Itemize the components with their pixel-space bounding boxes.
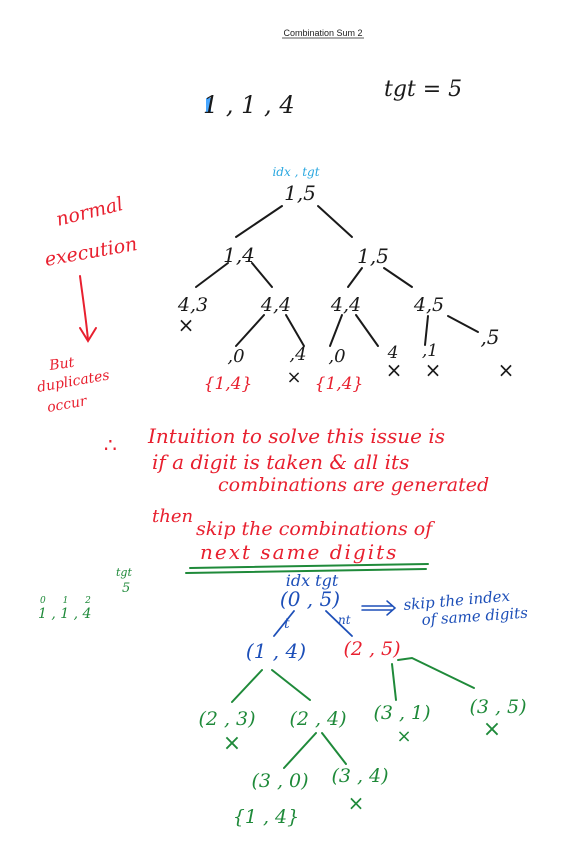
tree1-node-l1-left: 1,4: [223, 243, 255, 267]
therefore-symbol: ∴: [104, 433, 117, 457]
tree2-cross-1: ×: [223, 731, 241, 756]
green-underline: [185, 563, 429, 574]
skip-line: skip the combinations of: [196, 518, 435, 540]
tree1-node-l2-2: 4,4: [260, 294, 291, 316]
tree2-node-l2-4: (3 , 5): [469, 696, 526, 718]
tree1-cross-2: ×: [286, 367, 301, 388]
tree1-result-2: {1,4}: [315, 374, 364, 394]
tree2-root: (0 , 5): [280, 587, 340, 611]
tree1-node-l2-4: 4,5: [413, 294, 444, 316]
tree2-cross-4: ×: [348, 791, 365, 815]
tree1-cross-3: ×: [386, 358, 403, 382]
tree1-node-l3-4: 4: [387, 343, 399, 363]
next-same-digits: next same digits: [200, 540, 398, 564]
digits-row: 1 , 1 , 4: [38, 606, 91, 622]
tree1-node-l3-2: ,4: [289, 344, 306, 365]
tree1-edges: [195, 205, 479, 347]
edge-not-take-label: nt: [338, 613, 351, 627]
tree2-cross-2: ×: [396, 726, 411, 747]
tree1-header: idx , tgt: [272, 165, 319, 179]
tree1-node-l3-6: ,5: [480, 325, 499, 349]
tree2-node-l3-2: (3 , 4): [331, 765, 388, 787]
note-occur: occur: [46, 393, 89, 416]
index-row: 0 1 2: [40, 596, 98, 606]
tgt-value: 5: [122, 581, 130, 596]
tree2-cross-3: ×: [483, 717, 501, 742]
down-arrow: [79, 275, 97, 343]
intuition-line-1: Intuition to solve this issue is: [147, 424, 445, 448]
tree1-cross-1: ×: [178, 313, 195, 337]
tree2-edges-root: [273, 610, 353, 637]
note-duplicates: duplicates: [36, 367, 111, 395]
tree1-node-l2-1: 4,3: [177, 294, 208, 316]
first-digit-highlight: [206, 98, 211, 112]
tree2-node-l2-3: (3 , 1): [373, 702, 430, 724]
tree1-node-l1-right: 1,5: [357, 244, 389, 268]
tree2-node-l2-2: (2 , 4): [289, 708, 346, 730]
tree2-header: idx tgt: [286, 571, 339, 590]
note-normal: normal: [54, 193, 125, 231]
intuition-line-2: if a digit is taken & all its: [152, 450, 409, 474]
tgt-label: tgt: [116, 566, 132, 579]
input-digits: 1 , 1 , 4: [203, 91, 295, 119]
tree1-root: 1,5: [284, 181, 316, 205]
tree1-cross-5: ×: [498, 358, 515, 382]
tree1-cross-4: ×: [425, 358, 442, 382]
tree1-node-l3-1: ,0: [227, 346, 244, 367]
note-execution: execution: [43, 233, 139, 271]
tree2-node-l2-1: (2 , 3): [198, 708, 255, 730]
skip-arrow: [361, 600, 397, 616]
then-word: then: [152, 506, 193, 527]
tree1-node-l3-3: ,0: [328, 346, 345, 367]
note-but: But: [47, 355, 75, 375]
tree2-node-l1-left: (1 , 4): [246, 639, 306, 663]
input-target: tgt = 5: [384, 77, 462, 102]
tree2-node-l3-1: (3 , 0): [251, 770, 308, 792]
intuition-line-3: combinations are generated: [218, 474, 489, 496]
tree2-node-l1-right: (2 , 5): [343, 638, 400, 660]
tree1-result-1: {1,4}: [204, 374, 253, 394]
tree2-result: {1 , 4}: [233, 806, 299, 828]
tree1-node-l3-5: ,1: [422, 341, 438, 361]
tree2-edges-lower: [231, 656, 475, 769]
edge-take-label: t: [284, 616, 290, 632]
page-title: Combination Sum 2: [283, 28, 362, 38]
tree1-node-l2-3: 4,4: [330, 294, 361, 316]
